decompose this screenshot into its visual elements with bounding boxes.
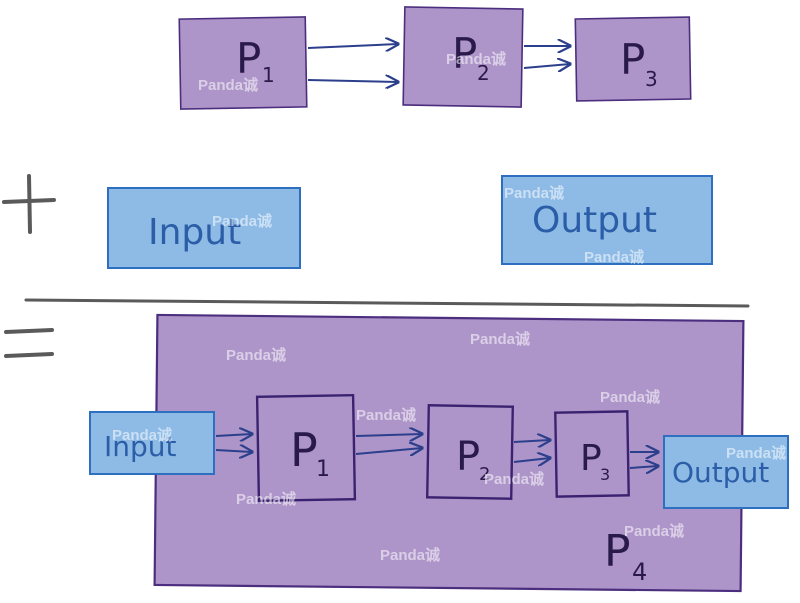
top-p1-letter: P [236, 34, 261, 83]
bottom-p1-subscript: 1 [316, 457, 330, 482]
arrow-input-p1-upper [215, 434, 252, 436]
watermark: Panda诚 [212, 212, 272, 230]
arrow-input-p1-lower [215, 450, 252, 452]
arrow-p1-p2-lower [355, 448, 422, 454]
middle-output-box [501, 175, 713, 265]
bottom-p1-box [255, 393, 357, 503]
bottom-p1-letter: P [290, 423, 318, 477]
watermark: Panda诚 [470, 330, 530, 348]
arrow-p3-output-lower [629, 466, 658, 468]
bottom-p3-subscript: 3 [600, 465, 610, 484]
equals-operator [4, 328, 54, 358]
middle-input-label: Input [148, 212, 241, 253]
bottom-p2-node: P 2 [425, 404, 515, 500]
top-p3-subscript: 3 [645, 67, 658, 91]
arrow-p1-p2-upper [355, 434, 422, 436]
bottom-output-box [663, 435, 789, 509]
bottom-p3-letter: P [580, 438, 602, 479]
top-arrow-p1-p2-upper [307, 44, 398, 48]
bottom-input-box [89, 411, 215, 475]
top-p1-node: P 1 [178, 16, 308, 110]
bottom-arrows [215, 434, 658, 468]
watermark: Panda诚 [198, 76, 258, 94]
bottom-p3-node: P 3 [554, 410, 630, 498]
top-arrow-p1-p2-lower [307, 80, 398, 82]
p4-subscript: 4 [632, 558, 647, 586]
bottom-output-node: Output [663, 435, 789, 509]
watermarks: Panda诚 Panda诚 Panda诚 Panda诚 Panda诚 Panda… [112, 50, 786, 564]
middle-input-box [107, 187, 301, 269]
middle-output-label: Output [532, 200, 657, 241]
bottom-p3-box [554, 410, 630, 498]
bottom-output-label: Output [672, 456, 769, 489]
watermark: Panda诚 [624, 522, 684, 540]
bottom-input-label: Input [104, 430, 177, 463]
bottom-p1-node: P 1 [255, 393, 357, 503]
top-arrows [307, 44, 570, 82]
top-p3-box [574, 16, 692, 102]
watermark: Panda诚 [504, 184, 564, 202]
watermark: Panda诚 [584, 248, 644, 266]
top-p2-subscript: 2 [477, 61, 490, 85]
p4-letter: P [604, 526, 631, 577]
top-p3-letter: P [620, 35, 645, 84]
bottom-p2-letter: P [456, 434, 480, 480]
middle-output-node: Output [501, 175, 713, 265]
middle-input-node: Input [107, 187, 301, 269]
top-p2-box [402, 6, 524, 108]
arrow-p2-p3-lower [513, 458, 550, 462]
watermark: Panda诚 [356, 406, 416, 424]
watermark: Panda诚 [484, 470, 544, 488]
arrow-p2-p3-upper [513, 440, 550, 442]
top-p1-subscript: 1 [262, 63, 275, 87]
bottom-p2-box [425, 404, 515, 500]
top-p2-node: P 2 [402, 6, 524, 108]
top-arrow-p2-p3-lower [523, 64, 570, 68]
top-p2-letter: P [452, 29, 477, 78]
bottom-p2-subscript: 2 [479, 464, 490, 485]
watermark: Panda诚 [380, 546, 440, 564]
equation-divider [24, 298, 750, 308]
bottom-input-node: Input [89, 411, 215, 475]
top-p1-box [178, 16, 308, 110]
watermark: Panda诚 [726, 444, 786, 462]
watermark: Panda诚 [446, 50, 506, 68]
watermark: Panda诚 [226, 346, 286, 364]
watermark: Panda诚 [236, 490, 296, 508]
top-p3-node: P 3 [574, 16, 692, 102]
plus-operator [2, 174, 56, 234]
watermark: Panda诚 [600, 388, 660, 406]
watermark: Panda诚 [112, 426, 172, 444]
